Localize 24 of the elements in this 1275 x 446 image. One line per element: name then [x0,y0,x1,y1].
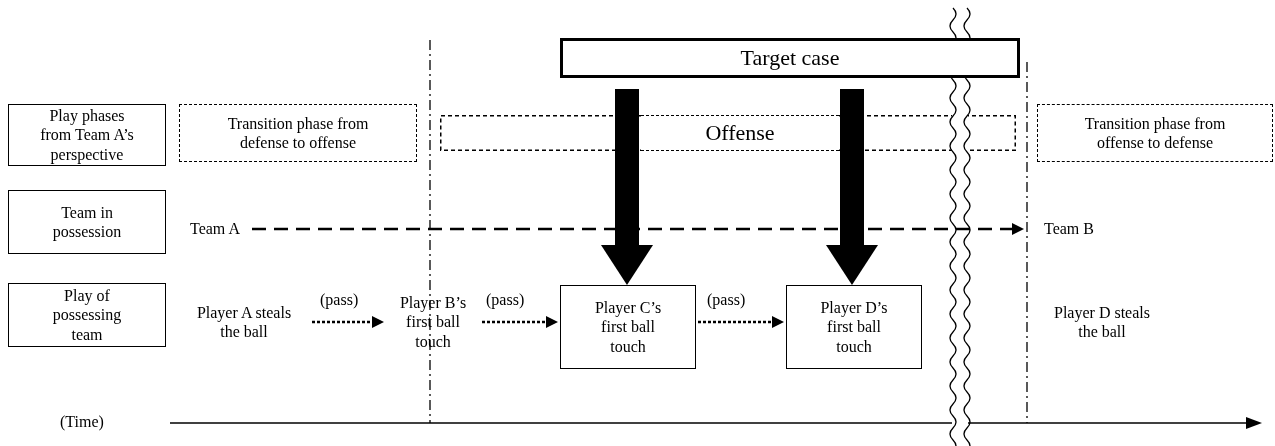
team-label: Team B [1034,217,1104,241]
phase-box: Transition phase from defense to offense [179,104,417,162]
edge-label: (pass) [318,290,361,310]
row-header-box: Play of possessing team [8,283,166,347]
arrow [698,316,784,328]
edge-label: (pass) [705,290,748,310]
target-case-box: Target case [560,38,1020,78]
arrow [312,316,384,328]
play-text: Player B’s first ball touch [386,281,480,363]
play-text: Player A steals the ball [176,292,312,352]
row-header-box: Play phases from Team A’s perspective [8,104,166,166]
thick-arrow [601,89,653,285]
phase-box: Offense [641,115,839,151]
play-text: Player D steals the ball [1034,292,1170,352]
arrow [252,223,1024,235]
edge-label: (pass) [484,290,527,310]
axis-label: (Time) [58,412,106,432]
thick-arrow [826,89,878,285]
play-box: Player D’s first ball touch [786,285,922,369]
team-label: Team A [180,217,250,241]
row-header-box: Team in possession [8,190,166,254]
play-box: Player C’s first ball touch [560,285,696,369]
arrow [482,316,558,328]
phase-box: Transition phase from offense to defense [1037,104,1273,162]
